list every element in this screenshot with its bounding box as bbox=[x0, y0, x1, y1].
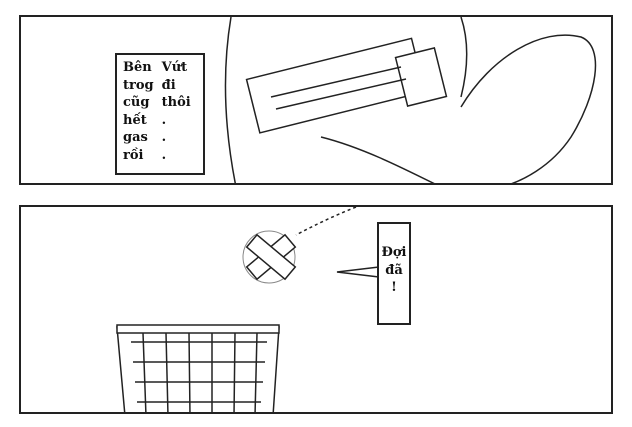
bubble-line: thôi bbox=[161, 95, 191, 110]
bubble-line: Vứt bbox=[161, 60, 188, 75]
bubble-line: . bbox=[161, 130, 167, 145]
bubble-line: đi bbox=[161, 77, 176, 93]
bubble-line: rồi bbox=[123, 147, 144, 163]
speech-bubble: Bên trog cũg hết gas rồi Vứt đi thôi . .… bbox=[115, 53, 205, 175]
lighter-falling-into-trash-drawing bbox=[116, 207, 380, 412]
bubble-line: . bbox=[161, 147, 167, 163]
bubble-line: cũg bbox=[123, 95, 150, 110]
bubble-line: gas bbox=[123, 130, 148, 145]
speech-bubble: Đợi đã ! bbox=[377, 222, 411, 325]
hand-holding-lighter-drawing bbox=[224, 17, 597, 183]
bubble-line: ! bbox=[391, 280, 397, 295]
bubble-line: . bbox=[161, 112, 167, 128]
bubble-right-column: Vứt đi thôi . . . bbox=[162, 59, 191, 173]
bubble-line: Đợi bbox=[381, 245, 407, 260]
bubble-line: hết bbox=[123, 112, 147, 128]
bubble-line: đã bbox=[385, 262, 403, 278]
bubble-line: trog bbox=[123, 77, 154, 93]
comic-panel-2 bbox=[19, 205, 613, 414]
bubble-left-column: Bên trog cũg hết gas rồi bbox=[123, 59, 154, 173]
comic-panel-1: Bên trog cũg hết gas rồi Vứt đi thôi . .… bbox=[19, 15, 613, 185]
bubble-line: Bên bbox=[123, 60, 152, 75]
